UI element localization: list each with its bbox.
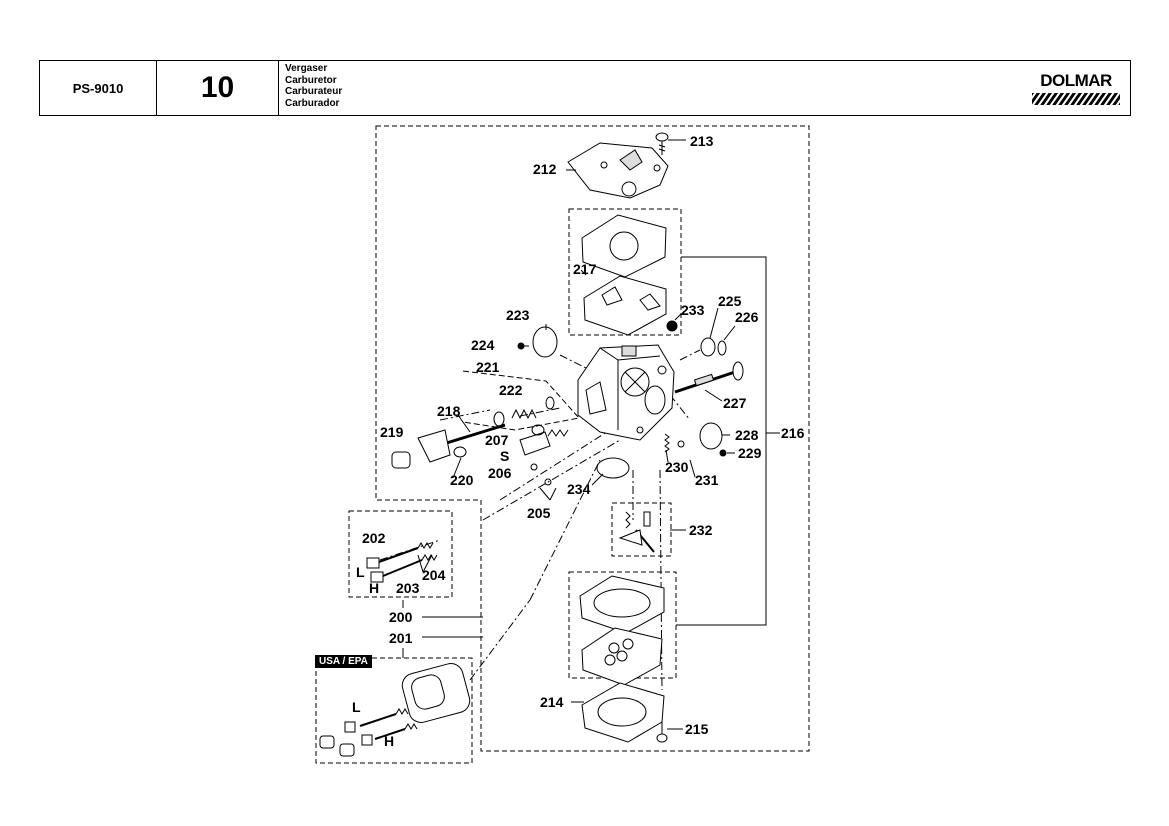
label-h-lower: H xyxy=(384,733,394,749)
part-206-oring xyxy=(530,463,538,471)
part-225-washer xyxy=(700,337,716,357)
part-203-screw xyxy=(370,554,438,583)
label-202: 202 xyxy=(362,530,386,546)
label-227: 227 xyxy=(723,395,747,411)
main-assembly-frame xyxy=(375,125,810,752)
part-217-gasket-b xyxy=(583,275,667,336)
lower-gasket-a xyxy=(579,575,665,634)
part-228-plate xyxy=(699,422,723,450)
part-222-spring xyxy=(511,408,537,420)
part-230-spring xyxy=(664,433,670,453)
part-207-needle xyxy=(519,431,551,456)
label-223: 223 xyxy=(506,307,530,323)
part-227-shaft xyxy=(674,361,744,394)
brand-stripes xyxy=(1032,93,1120,105)
region-tag: USA / EPA xyxy=(315,655,372,668)
brand-name: DOLMAR xyxy=(1040,71,1112,90)
label-226: 226 xyxy=(735,309,759,325)
lower-diaphragm xyxy=(581,627,663,686)
part-231-ring xyxy=(677,440,685,448)
gasket-kit-frame xyxy=(568,208,682,336)
adjust-screw-frame xyxy=(348,510,453,598)
label-h-upper: H xyxy=(369,580,379,596)
title-spanish: Carburador xyxy=(285,97,340,109)
label-218: 218 xyxy=(437,403,461,419)
epa-limiter-cap xyxy=(401,663,471,723)
label-216: 216 xyxy=(781,425,805,441)
part-218-lever xyxy=(439,423,506,447)
part-219-knob xyxy=(391,451,411,469)
label-225: 225 xyxy=(718,293,742,309)
label-206: 206 xyxy=(488,465,512,481)
part-223-plate xyxy=(532,326,558,358)
part-229-screw xyxy=(719,449,727,457)
label-l-lower: L xyxy=(352,699,361,715)
label-214: 214 xyxy=(540,694,564,710)
section-titles: Vergaser Carburetor Carburateur Carburad… xyxy=(285,63,342,109)
epa-kit-frame xyxy=(315,657,473,764)
epa-screws xyxy=(319,708,418,757)
label-217: 217 xyxy=(573,261,597,277)
part-213-screw xyxy=(655,132,669,155)
part-202-screw xyxy=(366,542,434,569)
choke-group-frame xyxy=(462,370,580,431)
part-226-clip xyxy=(717,340,727,356)
part-233-plug xyxy=(666,320,678,332)
label-203: 203 xyxy=(396,580,420,596)
label-205: 205 xyxy=(527,505,551,521)
model-number: PS-9010 xyxy=(40,61,157,115)
label-232: 232 xyxy=(689,522,713,538)
needle-valve-frame xyxy=(611,502,672,557)
label-212: 212 xyxy=(533,161,557,177)
label-231: 231 xyxy=(695,472,719,488)
label-230: 230 xyxy=(665,459,689,475)
label-233: 233 xyxy=(681,302,705,318)
label-s-marker: S xyxy=(500,448,509,464)
part-217-gasket-a xyxy=(581,214,667,278)
page-number: 10 xyxy=(157,61,279,115)
title-french: Carburateur xyxy=(285,86,343,97)
label-l-upper: L xyxy=(356,564,365,580)
title-english: Carburetor xyxy=(285,74,337,86)
label-229: 229 xyxy=(738,445,762,461)
title-german: Vergaser xyxy=(285,63,328,74)
part-234-screen xyxy=(596,457,630,479)
header-bar: PS-9010 10 Vergaser Carburetor Carburate… xyxy=(39,60,1131,116)
label-204: 204 xyxy=(422,567,446,583)
label-221: 221 xyxy=(476,359,500,375)
part-214-cover xyxy=(581,682,665,743)
carburetor-body xyxy=(577,344,675,441)
label-222: 222 xyxy=(499,382,523,398)
label-200: 200 xyxy=(389,609,413,625)
part-212-cover xyxy=(567,142,669,199)
part-232-needle-kit xyxy=(618,511,655,553)
label-224: 224 xyxy=(471,337,495,353)
part-205-washer xyxy=(544,478,552,486)
label-207: 207 xyxy=(485,432,509,448)
label-228: 228 xyxy=(735,427,759,443)
label-234: 234 xyxy=(567,481,591,497)
label-219: 219 xyxy=(380,424,404,440)
label-213: 213 xyxy=(690,133,714,149)
bracket-216 xyxy=(676,256,767,626)
part-215-screw xyxy=(656,722,668,743)
label-220: 220 xyxy=(450,472,474,488)
label-215: 215 xyxy=(685,721,709,737)
part-220-clip xyxy=(453,446,467,458)
label-201: 201 xyxy=(389,630,413,646)
brand-logo: DOLMAR xyxy=(1032,71,1120,112)
